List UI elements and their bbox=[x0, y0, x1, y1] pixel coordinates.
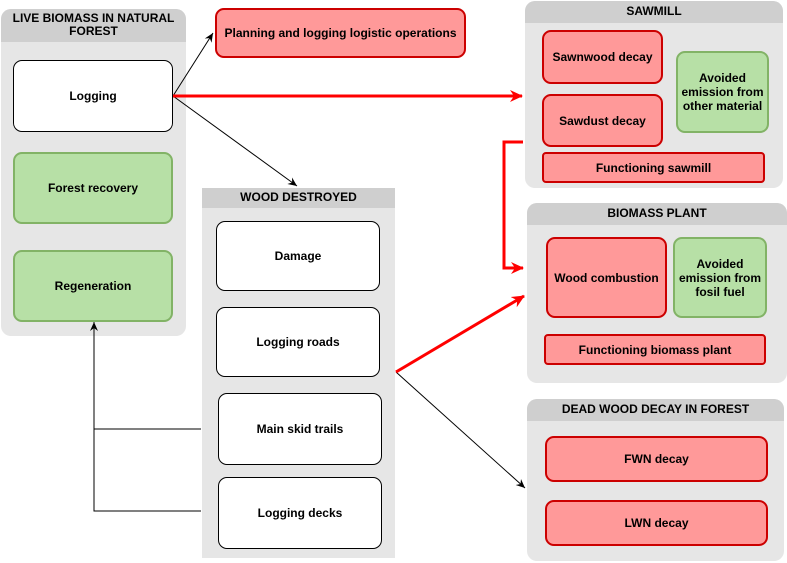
biomass-avoided-emission-node[interactable]: Avoided emission from fosil fuel bbox=[673, 237, 767, 318]
sawnwood-decay-node[interactable]: Sawnwood decay bbox=[542, 30, 663, 84]
logging-roads-node[interactable]: Logging roads bbox=[216, 307, 380, 377]
logging-decks-node[interactable]: Logging decks bbox=[218, 477, 382, 549]
wood-destroyed-title: WOOD DESTROYED bbox=[202, 188, 395, 208]
planning-logistics-node[interactable]: Planning and logging logistic operations bbox=[215, 8, 466, 58]
sawmill-title: SAWMILL bbox=[525, 1, 783, 23]
functioning-biomass-plant-node[interactable]: Functioning biomass plant bbox=[544, 334, 766, 365]
functioning-sawmill-node[interactable]: Functioning sawmill bbox=[542, 152, 765, 183]
live-biomass-title: LIVE BIOMASS IN NATURAL FOREST bbox=[1, 9, 186, 42]
dead-wood-title: DEAD WOOD DECAY IN FOREST bbox=[527, 399, 784, 421]
biomass-plant-title: BIOMASS PLANT bbox=[527, 203, 787, 225]
sawmill-avoided-emission-node[interactable]: Avoided emission from other material bbox=[676, 51, 769, 133]
connector-wood-to-dead-wood bbox=[395, 371, 526, 489]
wood-combustion-node[interactable]: Wood combustion bbox=[546, 237, 667, 318]
connector-skid-trails-to-regeneration bbox=[90, 322, 201, 430]
fwn-decay-node[interactable]: FWN decay bbox=[545, 436, 768, 482]
connector-sawmill-to-biomass-plant bbox=[502, 140, 524, 274]
forest-recovery-node[interactable]: Forest recovery bbox=[13, 152, 173, 224]
connector-decks-to-regeneration bbox=[93, 429, 201, 512]
logging-node[interactable]: Logging bbox=[13, 60, 173, 132]
connector-logging-to-wood-destroyed bbox=[172, 95, 298, 187]
connector-wood-to-biomass-plant bbox=[395, 294, 525, 374]
main-skid-trails-node[interactable]: Main skid trails bbox=[218, 393, 382, 465]
sawdust-decay-node[interactable]: Sawdust decay bbox=[542, 94, 663, 147]
regeneration-node[interactable]: Regeneration bbox=[13, 250, 173, 322]
damage-node[interactable]: Damage bbox=[216, 221, 380, 291]
lwn-decay-node[interactable]: LWN decay bbox=[545, 500, 768, 546]
